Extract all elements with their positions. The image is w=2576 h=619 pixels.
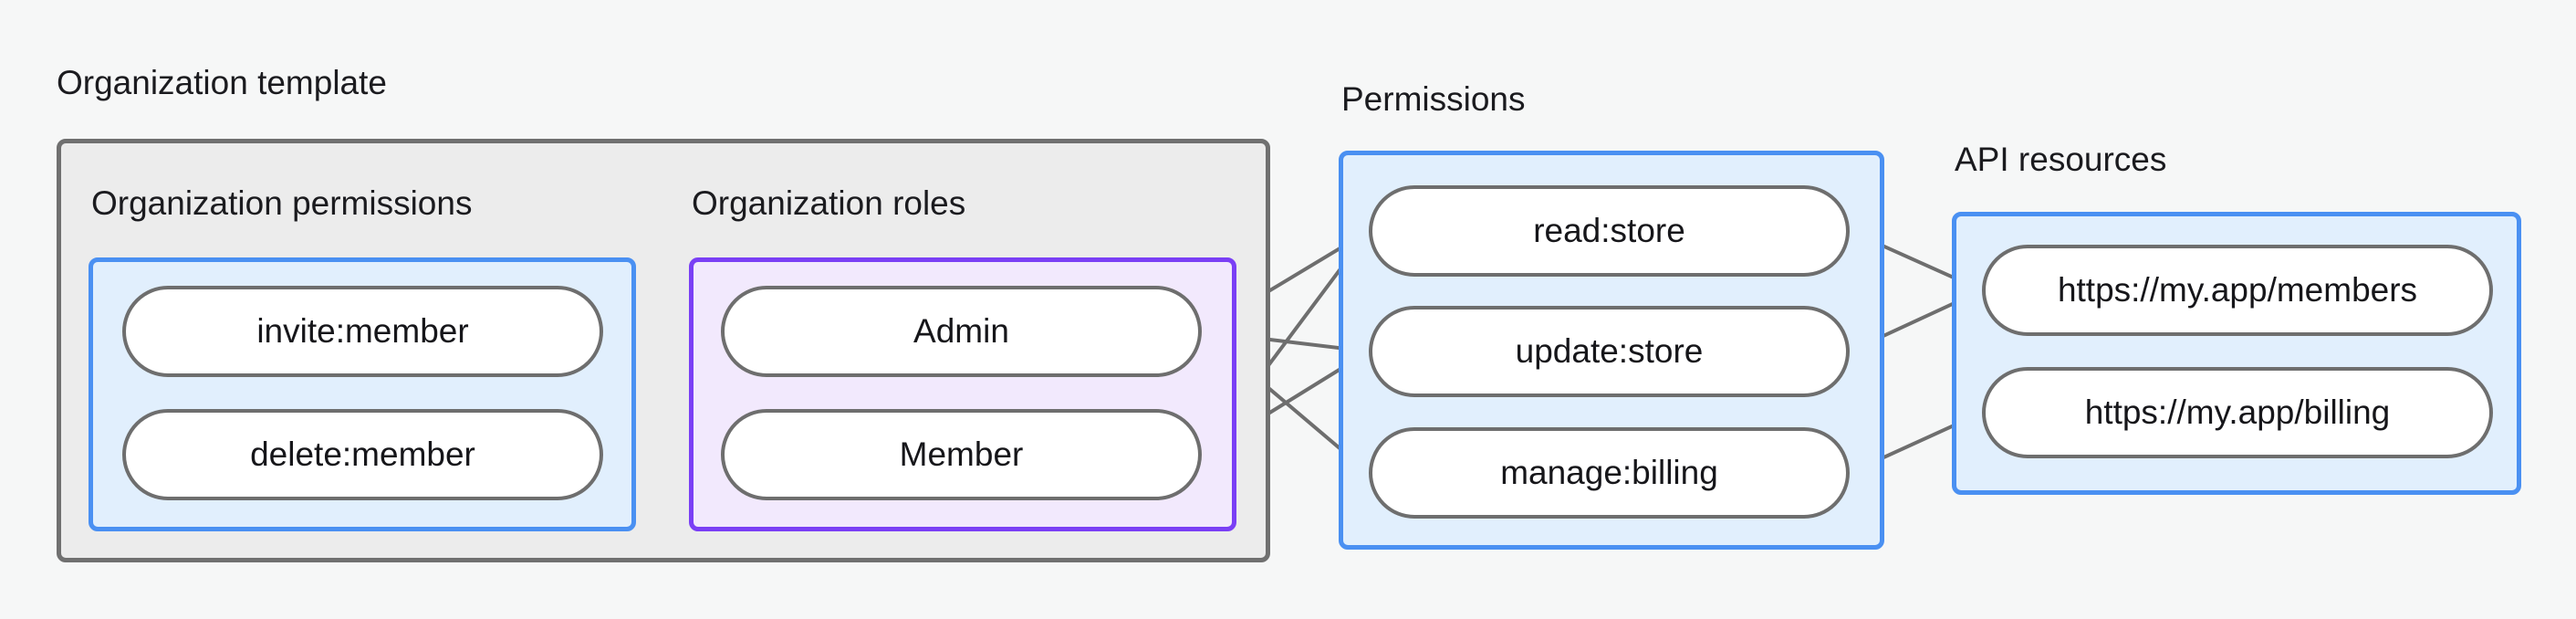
node-read-store[interactable]: read:store — [1369, 185, 1850, 277]
group-title-organization-permissions: Organization permissions — [91, 184, 473, 222]
node-role-admin[interactable]: Admin — [721, 286, 1202, 377]
node-label-update-store: update:store — [1515, 332, 1704, 370]
node-update-store[interactable]: update:store — [1369, 306, 1850, 397]
node-api-billing[interactable]: https://my.app/billing — [1982, 367, 2493, 458]
node-label-role-admin: Admin — [913, 312, 1009, 350]
node-label-api-members: https://my.app/members — [2057, 271, 2418, 309]
node-invite-member[interactable]: invite:member — [122, 286, 603, 377]
group-title-permissions: Permissions — [1341, 80, 1526, 118]
node-delete-member[interactable]: delete:member — [122, 409, 603, 500]
node-label-manage-billing: manage:billing — [1500, 454, 1718, 491]
group-title-organization-roles: Organization roles — [692, 184, 966, 222]
node-label-read-store: read:store — [1533, 212, 1685, 249]
node-label-role-member: Member — [899, 435, 1024, 473]
node-role-member[interactable]: Member — [721, 409, 1202, 500]
node-label-invite-member: invite:member — [256, 312, 469, 350]
group-title-api-resources: API resources — [1955, 141, 2167, 178]
node-api-members[interactable]: https://my.app/members — [1982, 245, 2493, 336]
node-label-delete-member: delete:member — [250, 435, 475, 473]
group-title-organization-template: Organization template — [57, 64, 387, 101]
node-label-api-billing: https://my.app/billing — [2084, 393, 2391, 431]
node-manage-billing[interactable]: manage:billing — [1369, 427, 1850, 519]
